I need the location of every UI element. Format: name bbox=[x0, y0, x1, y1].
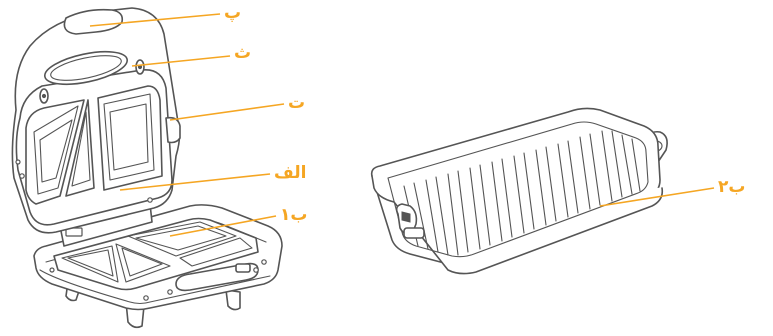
grill-front-tab bbox=[404, 228, 424, 238]
foot-right bbox=[226, 290, 240, 310]
label-pe: پ bbox=[224, 3, 241, 23]
leader-te bbox=[170, 104, 284, 120]
label-se: ث bbox=[234, 43, 251, 63]
label-te: ت bbox=[288, 93, 305, 113]
label-be2: ب۲ bbox=[718, 177, 745, 197]
label-be1: ب۱ bbox=[280, 205, 307, 225]
grill-plate bbox=[372, 108, 667, 273]
base-latch bbox=[236, 264, 250, 272]
lid-latch bbox=[166, 118, 180, 143]
label-alef: الف bbox=[274, 163, 306, 183]
